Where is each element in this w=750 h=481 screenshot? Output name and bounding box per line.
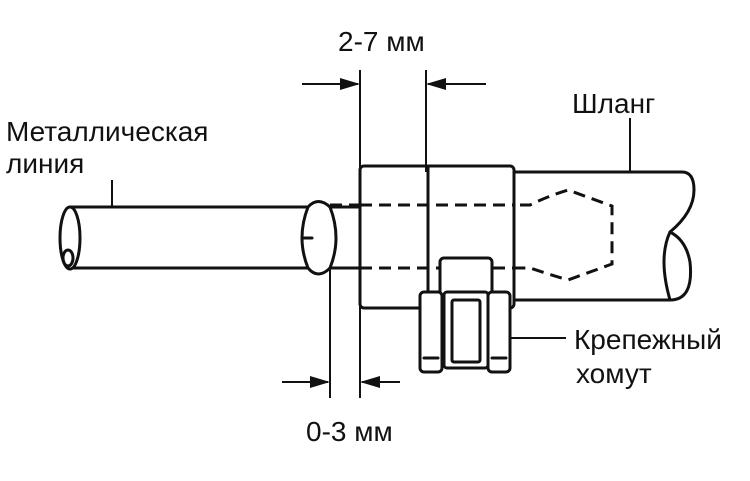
dimension-top: [302, 70, 486, 172]
hidden-pipe-end: [330, 188, 614, 282]
dimension-top-label: 2-7 мм: [338, 26, 425, 57]
dimension-bottom-label: 0-3 мм: [306, 416, 393, 447]
dimension-bottom: [282, 268, 400, 398]
clamp-label-line2: хомут: [576, 358, 652, 389]
clamp-label-line1: Крепежный: [574, 324, 722, 355]
metal-line: [58, 200, 362, 276]
metal-line-label-line2: линия: [6, 148, 85, 179]
clamp-fastener: [418, 256, 512, 374]
hose-label: Шланг: [572, 88, 656, 119]
leader-lines: [111, 118, 631, 339]
metal-line-label-line1: Металлическая: [6, 116, 209, 147]
